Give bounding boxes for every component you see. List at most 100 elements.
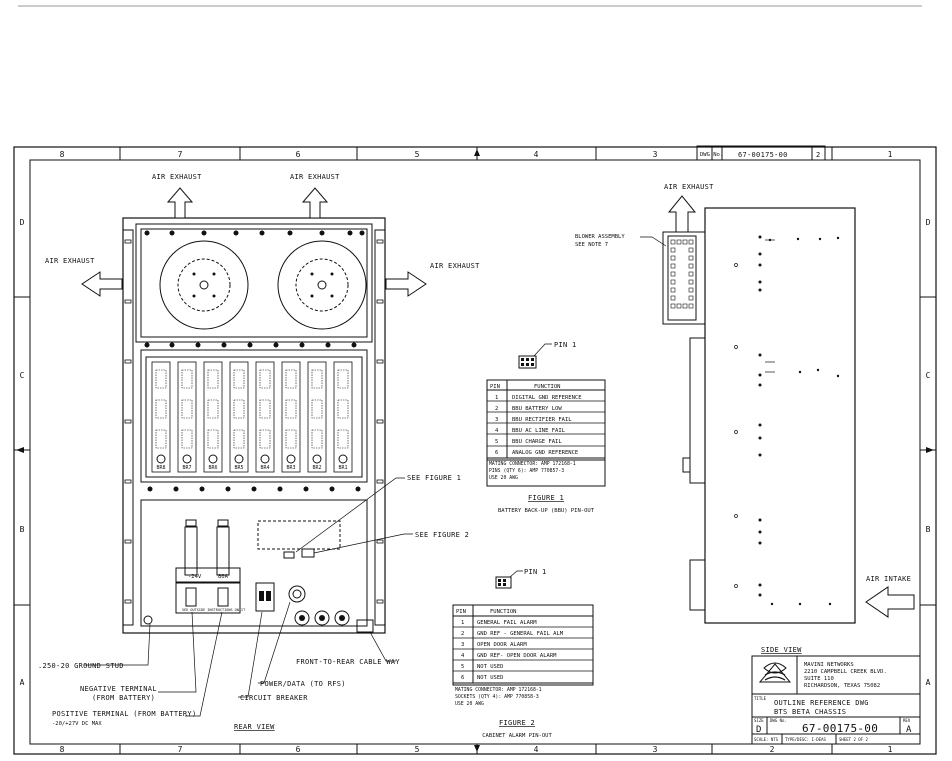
figure-1-row-function: DIGITAL GND REFERENCE [512, 395, 582, 401]
grid-col-1-top: 1 [888, 150, 893, 159]
callout-see-figure-2: SEE FIGURE 2 [415, 531, 469, 539]
size-label: SIZE [754, 718, 764, 723]
grid-col-5-top: 5 [415, 150, 420, 159]
title-label: TITLE [754, 696, 767, 701]
grid-col-2-bottom: 2 [770, 745, 775, 754]
figure-1-title: FIGURE 1 [528, 494, 564, 502]
grid-col-4-bottom: 4 [534, 745, 539, 754]
dwg-box-sheet: 2 [816, 151, 821, 159]
callout-negative-terminal: NEGATIVE TERMINAL [80, 685, 157, 693]
side-view: AIR EXHAUST AIR INTAKE BLOWER ASSEMBLY S… [575, 183, 915, 654]
card-slot-label: BR6 [208, 465, 217, 471]
company-name: MAVINI NETWORKS [804, 662, 854, 668]
rev-value: A [906, 725, 912, 735]
figure-1-row-function: ANALOG GND REFERENCE [512, 450, 578, 456]
figure-1-row-pin: 4 [495, 428, 499, 434]
blower-label-1: BLOWER ASSEMBLY [575, 234, 625, 240]
grid-col-7-top: 7 [178, 150, 183, 159]
card-slot-label: BR3 [286, 465, 295, 471]
card-slot: BR4 [255, 361, 275, 473]
figure-1-row-function: BBU BATTERY LOW [512, 406, 562, 412]
terminal-label-amp: 80A [218, 574, 229, 580]
figure-2-row-function: GENERAL FAIL ALARM [477, 620, 537, 626]
battery-terminals: -24V 80A SEE OUTSIDE INSTRUCTIONS ON IT [175, 519, 246, 614]
rev-label: REV [903, 718, 911, 723]
figure-2-row-pin: 4 [461, 653, 465, 659]
grid-col-4-top: 4 [534, 150, 539, 159]
rear-exhaust-label-1: AIR EXHAUST [152, 173, 202, 181]
side-view-title: SIDE VIEW [761, 646, 802, 654]
company-address-3: RICHARDSON, TEXAS 75082 [804, 683, 880, 689]
grid-col-7-bottom: 7 [178, 745, 183, 754]
grid-row-d-right: D [926, 218, 931, 227]
figure-2-row-function: GND REF- OPEN DOOR ALARM [477, 653, 557, 659]
grid-row-c-left: C [20, 371, 25, 380]
figure-1-row-pin: 1 [495, 395, 498, 401]
grid-col-8-top: 8 [60, 150, 65, 159]
figure-1-note-1: MATING CONNECTOR: AMP 172168-1 [489, 461, 576, 467]
type-label: TYPE/DESC: I-DEAS [785, 737, 827, 742]
figure-1-row-pin: 3 [495, 417, 498, 423]
figure-2-note-1: MATING CONNECTOR: AMP 172168-1 [455, 687, 542, 693]
figure-2-row-function: GND REF - GENERAL FAIL ALM [477, 631, 564, 637]
figure-1-row-pin: 6 [495, 450, 498, 456]
company-address-1: 2210 CAMPBELL CREEK BLVD. [804, 669, 887, 675]
figure-2-row-function: NOT USED [477, 664, 504, 670]
figure-1-pin-label: PIN 1 [554, 341, 577, 349]
callout-cable-way: FRONT-TO-REAR CABLE WAY [296, 658, 400, 666]
figure-1-row-function: BBU CHARGE FAIL [512, 439, 562, 445]
grid-row-a-left: A [20, 678, 25, 687]
figure-1-note-3: USE 20 AWG [489, 475, 518, 481]
company-address-2: SUITE 110 [804, 676, 834, 682]
figure-1-row-function: BBU AC LINE FAIL [512, 428, 566, 434]
title-line-1: OUTLINE REFERENCE DWG [774, 699, 869, 707]
grid-col-5-bottom: 5 [415, 745, 420, 754]
rear-view-title: REAR VIEW [234, 723, 275, 731]
rear-exhaust-label-4: AIR EXHAUST [430, 262, 480, 270]
grid-col-6-bottom: 6 [296, 745, 301, 754]
grid-row-b-right: B [926, 525, 931, 534]
rear-exhaust-label-3: AIR EXHAUST [45, 257, 95, 265]
grid-col-8-bottom: 8 [60, 745, 65, 754]
figure-1-row-pin: 5 [495, 439, 498, 445]
figure-2-note-2: SOCKETS (QTY 4): AMP 770858-3 [455, 694, 539, 700]
card-slot: BR2 [307, 361, 327, 473]
fan-right [277, 240, 367, 330]
figure-2-row-pin: 1 [461, 620, 464, 626]
figure-1-row-pin: 2 [495, 406, 498, 412]
card-slot: BR8 [151, 361, 171, 473]
figure-1-connector-icon [518, 355, 537, 369]
dwg-box-number: 67-00175-00 [738, 151, 788, 159]
callout-ground-stud: .250-20 GROUND STUD [38, 662, 124, 670]
card-slot-label: BR5 [234, 465, 243, 471]
card-slot: BR7 [177, 361, 197, 473]
callout-power-data: POWER/DATA (TO RFS) [260, 680, 346, 688]
grid-row-d-left: D [20, 218, 25, 227]
rear-exhaust-label-2: AIR EXHAUST [290, 173, 340, 181]
figure-1-row-function: BBU RECTIFIER FAIL [512, 417, 572, 423]
callout-see-figure-1: SEE FIGURE 1 [407, 474, 461, 482]
side-intake-label: AIR INTAKE [866, 575, 911, 583]
grid-row-c-right: C [926, 371, 931, 380]
title-block: MAVINI NETWORKS 2210 CAMPBELL CREEK BLVD… [751, 655, 921, 745]
figure-2-row-pin: 3 [461, 642, 464, 648]
company-logo [758, 662, 792, 683]
figure-2-pin-label: PIN 1 [524, 568, 547, 576]
dwg-box-prefix: DWG No. [700, 152, 723, 158]
card-slot-label: BR8 [156, 465, 165, 471]
dwg-number-value: 67-00175-00 [802, 722, 878, 735]
callout-circuit-breaker: CIRCUIT BREAKER [240, 694, 308, 702]
card-slot: BR5 [229, 361, 249, 473]
card-slot-label: BR4 [260, 465, 269, 471]
callout-positive-terminal: POSITIVE TERMINAL (FROM BATTERY) [52, 710, 196, 718]
figure-2-row-function: NOT USED [477, 675, 504, 681]
callout-negative-terminal-sub: (FROM BATTERY) [92, 694, 155, 702]
figure-2-note-3: USE 20 AWG [455, 701, 484, 707]
drawing-frame [13, 146, 937, 755]
dwg-number-box: DWG No. 67-00175-00 2 [696, 145, 826, 161]
scale-label: SCALE: NTS [754, 737, 779, 742]
